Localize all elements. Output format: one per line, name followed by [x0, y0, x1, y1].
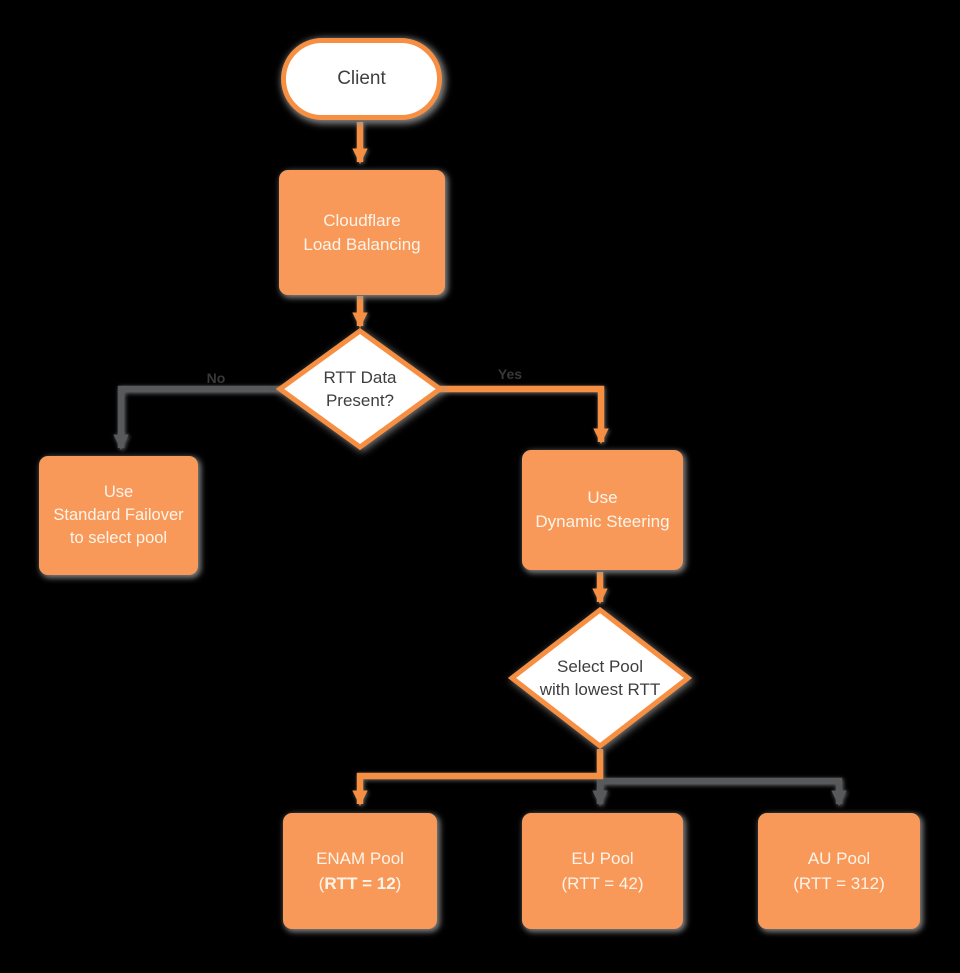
- node-rtt-data-present-decision: RTT Data Present?: [276, 327, 444, 451]
- node-cloudflare-load-balancing: Cloudflare Load Balancing: [279, 170, 445, 295]
- node-standard-failover: Use Standard Failover to select pool: [39, 456, 198, 575]
- au-pool-line2: (RTT = 312): [793, 873, 885, 893]
- node-cloudflare-line2: Load Balancing: [303, 234, 421, 254]
- dynamic-steering-line2: Dynamic Steering: [535, 512, 670, 531]
- edge-label-yes: Yes: [497, 366, 523, 382]
- dynamic-steering-line1: Use: [587, 488, 618, 507]
- rtt-decision-line2: Present?: [325, 391, 395, 410]
- edge-rttdecision-no-to-failover: [113, 385, 284, 450]
- edge-selectpool-to-au-pool: [601, 777, 847, 806]
- node-client: Client: [281, 38, 442, 120]
- diamond-shape: [508, 606, 692, 750]
- standard-failover-line1: Use: [103, 483, 134, 501]
- node-eu-pool: EU Pool (RTT = 42): [522, 813, 683, 929]
- eu-pool-line2: (RTT = 42): [561, 873, 644, 893]
- enam-paren-open: (: [318, 873, 325, 893]
- edge-rttdecision-yes-to-dynamicsteering: [437, 385, 609, 444]
- select-pool-line1: Select Pool: [557, 657, 643, 676]
- enam-paren-close: ): [395, 873, 402, 893]
- au-pool-line1: AU Pool: [807, 848, 871, 868]
- edge-selectpool-to-enam-pool: [352, 749, 604, 806]
- rtt-decision-line1: RTT Data: [323, 368, 397, 387]
- enam-rtt-value: RTT = 12: [324, 873, 396, 893]
- node-select-pool-decision: Select Pool with lowest RTT: [508, 606, 692, 750]
- standard-failover-line2: Standard Failover: [53, 506, 184, 524]
- node-dynamic-steering: Use Dynamic Steering: [522, 450, 683, 570]
- enam-pool-line1: ENAM Pool: [316, 848, 404, 868]
- eu-pool-line1: EU Pool: [571, 848, 634, 868]
- select-pool-line2: with lowest RTT: [539, 680, 661, 699]
- enam-pool-line2: (RTT = 12): [319, 871, 402, 896]
- diamond-shape: [276, 327, 444, 451]
- node-au-pool: AU Pool (RTT = 312): [758, 813, 920, 929]
- node-cloudflare-line1: Cloudflare: [323, 210, 401, 230]
- node-enam-pool: ENAM Pool (RTT = 12): [283, 813, 437, 929]
- node-client-label: Client: [337, 68, 386, 89]
- standard-failover-line3: to select pool: [69, 529, 168, 547]
- edge-label-no: No: [206, 370, 226, 386]
